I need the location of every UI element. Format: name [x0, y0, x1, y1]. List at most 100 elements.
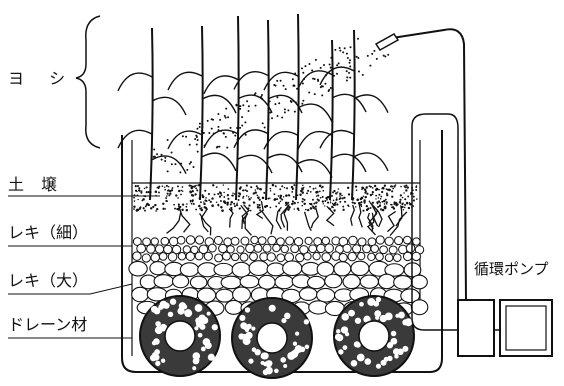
- soil-dot: [258, 204, 260, 206]
- soil-dot: [243, 196, 245, 198]
- soil-dot: [333, 209, 335, 211]
- fine-gravel-stone: [277, 254, 285, 262]
- soil-dot: [324, 205, 325, 206]
- soil-dot: [390, 204, 392, 206]
- fine-gravel-stone: [322, 253, 331, 262]
- drain-pore: [280, 357, 286, 363]
- soil-dot: [201, 209, 204, 212]
- soil-dot: [374, 185, 376, 187]
- soil-dot: [230, 201, 233, 204]
- drain-pore: [205, 342, 212, 349]
- soil-layer: [132, 183, 420, 212]
- soil-dot: [257, 204, 259, 206]
- drain-pore: [245, 307, 250, 312]
- soil-dot: [155, 191, 158, 194]
- drain-pore: [261, 361, 265, 365]
- large-gravel-stone: [129, 261, 147, 276]
- spray-droplet: [330, 67, 332, 69]
- reed-leaf: [118, 73, 152, 91]
- spray-droplet: [238, 101, 240, 103]
- soil-dot: [194, 185, 196, 187]
- reed-leaf: [268, 95, 302, 113]
- spray-droplet: [276, 96, 278, 98]
- soil-dot: [384, 206, 387, 209]
- fine-gravel-stone: [353, 245, 361, 253]
- soil-dot: [238, 199, 240, 201]
- spray-droplet: [315, 59, 317, 61]
- soil-dot: [372, 191, 374, 193]
- large-gravel-stone: [154, 275, 173, 288]
- soil-dot: [313, 202, 315, 204]
- soil-dot: [379, 205, 381, 207]
- spray-droplet: [296, 88, 298, 90]
- root-strand: [179, 206, 190, 233]
- fine-gravel-stone: [348, 252, 357, 261]
- spray-droplet: [302, 72, 304, 74]
- soil-dot: [280, 201, 282, 203]
- soil-dot: [391, 196, 393, 198]
- soil-dot: [378, 197, 379, 198]
- spray-droplet: [301, 67, 303, 69]
- soil-dot: [298, 209, 300, 211]
- soil-dot: [311, 204, 312, 205]
- soil-dot: [221, 209, 224, 212]
- soil-dot: [407, 186, 409, 188]
- drain-material-layer: [140, 296, 414, 378]
- spray-droplet: [239, 105, 241, 107]
- reed-leaf: [298, 104, 332, 122]
- drain-pore: [402, 346, 408, 352]
- spray-droplet: [324, 83, 326, 85]
- drain-pore: [281, 318, 286, 323]
- soil-dot: [242, 189, 244, 191]
- drain-pore: [395, 314, 399, 318]
- soil-dot: [400, 186, 402, 188]
- spray-droplet: [196, 128, 198, 130]
- spray-droplet: [213, 132, 215, 134]
- soil-dot: [148, 191, 150, 193]
- spray-droplet: [295, 101, 297, 103]
- drain-pore: [207, 312, 211, 316]
- fine-gravel-stone: [358, 252, 365, 259]
- soil-dot: [185, 206, 187, 208]
- drain-pore: [293, 342, 297, 346]
- soil-dot: [381, 201, 383, 203]
- drain-pore: [351, 360, 358, 367]
- soil-dot: [377, 206, 379, 208]
- soil-dot: [354, 202, 356, 204]
- soil-dot: [413, 199, 415, 201]
- spray-droplet: [223, 133, 225, 135]
- fine-gravel-stone: [406, 244, 415, 253]
- soil-dot: [355, 186, 357, 188]
- drain-core: [257, 323, 287, 353]
- spray-droplet: [302, 82, 304, 84]
- drain-pore: [341, 313, 348, 320]
- spray-droplet: [225, 108, 227, 110]
- spray-droplet: [239, 108, 241, 110]
- soil-dot: [205, 197, 207, 199]
- drain-pore: [150, 354, 157, 361]
- spray-droplet: [217, 113, 219, 115]
- spray-droplet: [283, 85, 285, 87]
- soil-dot: [180, 194, 182, 196]
- soil-dot: [361, 186, 364, 189]
- soil-dot: [303, 187, 304, 188]
- spray-droplet: [277, 115, 279, 117]
- soil-dot: [250, 210, 252, 212]
- soil-dot: [381, 191, 383, 193]
- soil-dot: [283, 196, 284, 197]
- soil-dot: [322, 186, 324, 188]
- spray-droplet: [248, 105, 250, 107]
- soil-dot: [256, 194, 258, 196]
- reed-stem: [352, 30, 355, 200]
- drain-pore: [283, 364, 287, 368]
- soil-dot: [162, 208, 164, 210]
- spray-droplet: [218, 146, 220, 148]
- soil-dot: [316, 195, 317, 196]
- spray-droplet: [276, 80, 278, 82]
- soil-dot: [135, 190, 137, 192]
- spray-droplet: [201, 126, 203, 128]
- spray-droplet: [196, 136, 198, 138]
- spray-droplet: [342, 51, 344, 53]
- spray-droplet: [208, 132, 210, 134]
- soil-dot: [383, 188, 385, 190]
